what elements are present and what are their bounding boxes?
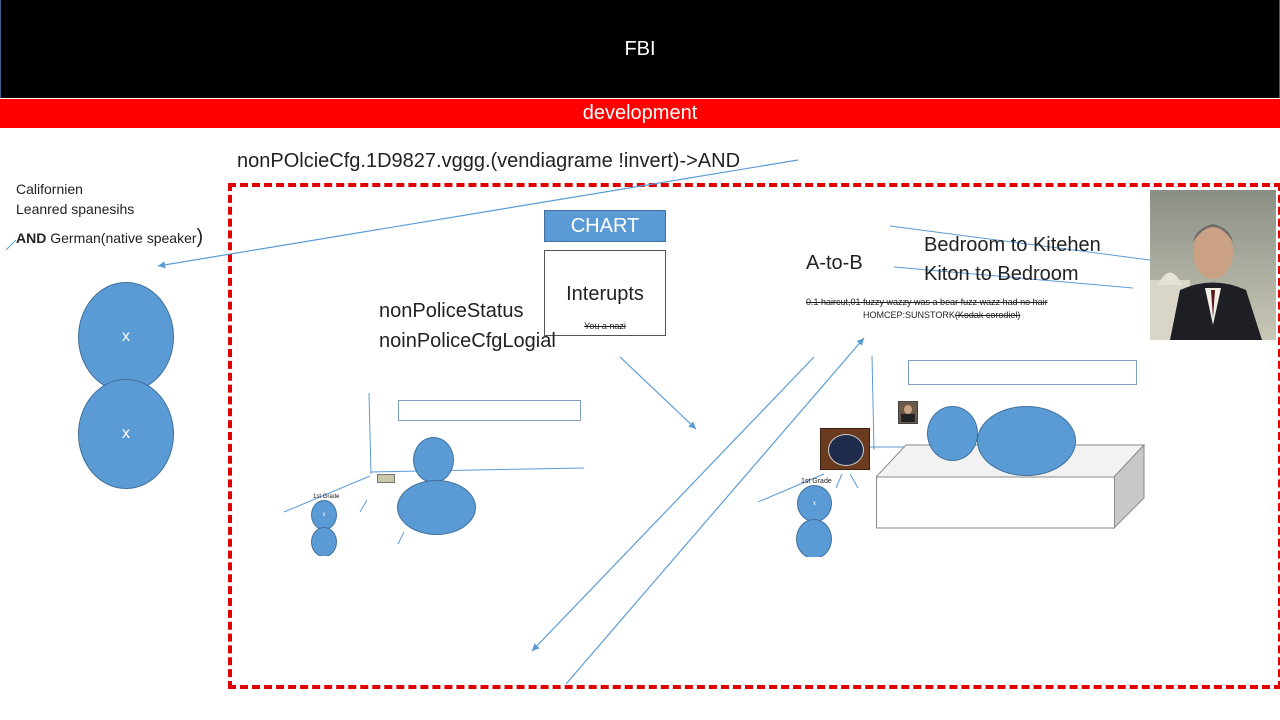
struck-note: 0.1 haircut,01 fuzzy wazzy was a bear fu… xyxy=(806,297,1048,307)
right-small-circle-top: x xyxy=(797,485,832,522)
page-title: FBI xyxy=(624,37,656,60)
right-scene-input-box xyxy=(908,360,1137,385)
chart-button[interactable]: CHART xyxy=(544,210,666,242)
circle-label: x xyxy=(122,328,130,345)
interupts-title: Interupts xyxy=(566,283,644,305)
left-scene-body xyxy=(397,480,476,535)
side-text-spanish: Leanred spanesihs xyxy=(16,201,135,217)
right-small-circle-bottom xyxy=(796,519,832,559)
framed-emblem xyxy=(820,428,870,470)
arrow-down-left xyxy=(531,356,815,652)
arrow-formula-to-left xyxy=(157,159,799,269)
interupts-box: Interupts You a nazi xyxy=(544,250,666,336)
left-circle-bottom: x xyxy=(78,379,174,489)
status-line-1: nonPoliceStatus xyxy=(379,300,524,322)
right-scene-diag2 xyxy=(835,473,843,489)
right-grade-label: 1st Grade xyxy=(801,478,832,485)
left-small-cover xyxy=(300,556,350,564)
subtitle: development xyxy=(582,102,698,124)
stub-line-left xyxy=(5,239,17,251)
left-scene-head xyxy=(413,437,454,483)
right-small-cover xyxy=(790,557,840,565)
small-portrait-thumbnail xyxy=(898,401,918,424)
money-icon xyxy=(377,474,395,483)
portrait-image xyxy=(1150,190,1276,340)
right-scene-head xyxy=(927,406,978,461)
formula-text: nonPOlcieCfg.1D9827.vggg.(vendiagrame !i… xyxy=(237,150,741,172)
small-circle-label: x xyxy=(813,500,816,507)
a-to-b-label: A-to-B xyxy=(806,252,863,274)
right-scene-diag3 xyxy=(849,473,859,489)
right-scene-vertical xyxy=(871,355,875,451)
side-text-german: AND German(native speaker) xyxy=(16,226,203,249)
left-scene-horizontal xyxy=(370,467,585,473)
right-scene-diag1 xyxy=(757,473,825,503)
rooms-line-2: Kiton to Bedroom xyxy=(924,263,1079,285)
status-line-2: noinPoliceCfgLogial xyxy=(379,330,556,352)
dashed-frame xyxy=(228,183,1280,689)
left-scene-diag2 xyxy=(359,499,368,513)
interupts-struck-text: You a nazi xyxy=(584,321,626,331)
homcep-label: HOMCEP:SUNSTORK xyxy=(863,310,955,320)
page-title-bar: FBI xyxy=(0,0,1280,98)
left-scene-vertical xyxy=(368,392,372,475)
line-rooms-1 xyxy=(889,225,1151,261)
left-small-circle-bottom xyxy=(311,527,337,557)
left-scene-diag3 xyxy=(397,531,405,545)
small-circle-label: x xyxy=(322,512,326,518)
and-keyword: AND xyxy=(16,230,47,246)
circle-label: x xyxy=(122,425,130,442)
left-small-circle-top: x xyxy=(311,500,337,530)
rooms-line-1: Bedroom to Kitehen xyxy=(924,234,1101,256)
left-grade-label: 1st Grade xyxy=(313,494,340,500)
homcep-struck: (Kodak corodiel) xyxy=(954,310,1021,320)
left-circle-top: x xyxy=(78,282,174,392)
arrow-up-right xyxy=(565,337,865,685)
right-scene-body xyxy=(977,406,1076,476)
side-text-californien: Californien xyxy=(16,181,83,197)
left-scene-input-box xyxy=(398,400,581,421)
arrow-interupts-down xyxy=(619,356,697,430)
homcep-text: HOMCEP:SUNSTORK(Kodak corodiel) xyxy=(863,310,1020,320)
subtitle-bar: development xyxy=(0,99,1280,128)
german-label: German(native speaker xyxy=(46,230,197,246)
closing-paren: ) xyxy=(196,226,204,248)
line-rooms-2 xyxy=(893,266,1134,289)
left-scene-diag1 xyxy=(283,475,371,513)
